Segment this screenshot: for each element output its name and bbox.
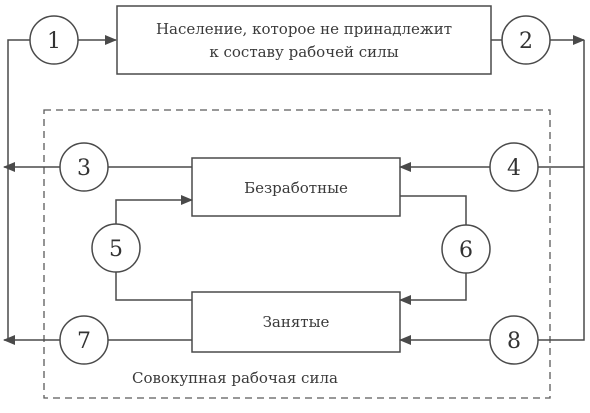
flow-2-marker: 2 (501, 15, 551, 65)
labor-force-boundary (43, 109, 551, 399)
flow-8-marker: 8 (489, 315, 539, 365)
flow-3-number: 3 (77, 156, 91, 181)
flow-2-number: 2 (519, 29, 533, 54)
employed-box (191, 291, 401, 353)
not-in-labor-force-label-line2: к составу рабочей силы (209, 43, 398, 61)
flow-5-number: 5 (109, 237, 123, 262)
flow-6-lower (399, 273, 467, 305)
flow-4-number: 4 (507, 156, 521, 181)
employed-label: Занятые (263, 313, 330, 331)
flow-6-marker: 6 (441, 224, 491, 274)
flow-5-marker: 5 (91, 223, 141, 273)
not-in-labor-force-box (116, 5, 492, 75)
flow-1-left-feed (7, 39, 30, 340)
flow-3-marker: 3 (59, 142, 109, 192)
flow-4-marker: 4 (489, 142, 539, 192)
flow-1-marker: 1 (29, 15, 79, 65)
flow-2-right-trunk (538, 40, 585, 341)
flow-7-marker: 7 (59, 315, 109, 365)
flow-1-number: 1 (47, 29, 61, 54)
flow-6-upper (400, 195, 467, 225)
unemployed-label: Безработные (244, 179, 348, 197)
flow-7-number: 7 (77, 329, 91, 354)
flow-6-number: 6 (459, 238, 473, 263)
flow-5-upper (115, 195, 193, 224)
unemployed-box (191, 157, 401, 217)
flow-5-lower (115, 272, 192, 301)
not-in-labor-force-label-line1: Население, которое не принадлежит (156, 20, 452, 38)
labor-force-caption: Совокупная рабочая сила (132, 369, 338, 387)
flow-8-number: 8 (507, 329, 521, 354)
